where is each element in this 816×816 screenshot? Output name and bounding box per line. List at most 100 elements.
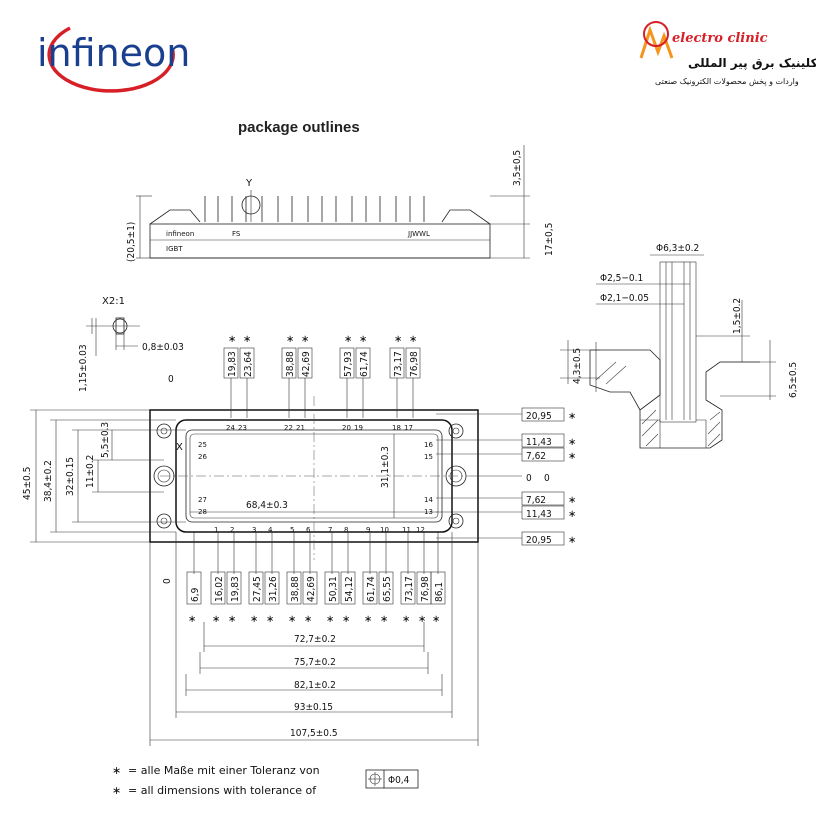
right-dims: 20,95 11,43 7,62 0 7,62 11,43 20,95 ∗ ∗ … bbox=[436, 407, 576, 546]
width-dim-3: 93±0.15 bbox=[294, 702, 333, 713]
star-t3: ∗ bbox=[286, 334, 294, 345]
star-b8: ∗ bbox=[342, 614, 350, 625]
pin-26: 26 bbox=[198, 453, 207, 461]
bot-dim-0: 6,9 bbox=[190, 587, 201, 602]
bot-dim-12: 76,98 bbox=[420, 576, 431, 602]
detail-pin-height: 1,15±0.03 bbox=[78, 344, 89, 392]
page-title: package outlines bbox=[238, 119, 360, 136]
bottom-pin-dims: 6,9 16,02 19,83 27,45 31,26 38,88 42,69 … bbox=[186, 532, 446, 625]
side-pin-numbers: 16 15 14 13 25 26 27 28 bbox=[198, 441, 433, 516]
pin-11: 11 bbox=[402, 526, 411, 534]
logo-text: infineon bbox=[37, 31, 190, 75]
bot-dim-4: 31,26 bbox=[268, 576, 279, 602]
tolerance-notes: ∗ = alle Maße mit einer Toleranz von ∗ =… bbox=[112, 764, 419, 797]
width-dim-4: 107,5±0.5 bbox=[290, 728, 338, 739]
top-dim-3a: 57,93 bbox=[343, 351, 354, 377]
pin-22: 22 bbox=[284, 424, 293, 432]
star-r0: ∗ bbox=[568, 411, 576, 422]
top-dim-4a: 73,17 bbox=[393, 351, 404, 377]
star-b4: ∗ bbox=[266, 614, 274, 625]
bot-dim-7: 50,31 bbox=[328, 576, 339, 602]
section-h2: 4,3±0.5 bbox=[572, 348, 583, 384]
pin-28: 28 bbox=[198, 508, 207, 516]
right-dim-3: 0 bbox=[526, 473, 532, 484]
note-star-en: ∗ bbox=[112, 784, 121, 797]
pin-3: 3 bbox=[252, 526, 256, 534]
pin-5: 5 bbox=[290, 526, 294, 534]
dim-inner-height: 31,1±0.3 bbox=[380, 446, 391, 488]
width-dim-2: 82,1±0.2 bbox=[294, 680, 336, 691]
side-body bbox=[149, 223, 491, 259]
dim-inner-width: 68,4±0.3 bbox=[246, 500, 288, 511]
clinic-farsi-subtitle: واردات و پخش محصولات الکترونیک صنعتی bbox=[655, 77, 799, 86]
width-dim-0: 72,7±0.2 bbox=[294, 634, 336, 645]
clinic-name: electro clinic bbox=[672, 31, 768, 46]
pin-24: 24 bbox=[226, 424, 235, 432]
star-b5: ∗ bbox=[288, 614, 296, 625]
pin-8: 8 bbox=[344, 526, 348, 534]
star-b3: ∗ bbox=[250, 614, 258, 625]
lightning-icon bbox=[639, 25, 674, 59]
bot-dim-6: 42,69 bbox=[306, 576, 317, 602]
star-b11: ∗ bbox=[402, 614, 410, 625]
star-t4: ∗ bbox=[301, 334, 309, 345]
star-b1: ∗ bbox=[212, 614, 220, 625]
pin-12: 12 bbox=[416, 526, 425, 534]
detail-x-label: X2:1 bbox=[102, 296, 125, 307]
section-d3: Φ2,1−0.05 bbox=[600, 293, 649, 304]
left-dim-2: 32±0.15 bbox=[65, 457, 76, 496]
star-t6: ∗ bbox=[359, 334, 367, 345]
bot-dim-8: 54,12 bbox=[344, 576, 355, 602]
section-d1: Φ6,3±0.2 bbox=[656, 243, 699, 254]
bot-dim-3: 27,45 bbox=[252, 576, 263, 602]
star-r2: ∗ bbox=[568, 451, 576, 462]
note-en: = all dimensions with tolerance of bbox=[128, 784, 317, 797]
detail-pin-width: 0,8±0.03 bbox=[142, 342, 184, 353]
electro-clinic-logo: electro clinic کلینیک برق پیر المللی وار… bbox=[632, 16, 816, 90]
left-dim-0: 45±0.5 bbox=[22, 467, 33, 500]
pin-17: 17 bbox=[404, 424, 413, 432]
right-dim-0: 20,95 bbox=[526, 411, 552, 422]
side-pins bbox=[204, 196, 425, 222]
left-dim-3: 11±0.2 bbox=[85, 455, 96, 488]
pin-21: 21 bbox=[296, 424, 305, 432]
bot-dim-1: 16,02 bbox=[214, 576, 225, 602]
side-label-igbt: IGBT bbox=[166, 245, 183, 253]
section-h3: 6,5±0.5 bbox=[788, 362, 799, 398]
top-dim-1b: 23,64 bbox=[243, 351, 254, 377]
bot-dim-9: 61,74 bbox=[366, 576, 377, 602]
star-b6: ∗ bbox=[304, 614, 312, 625]
width-dims: 72,7±0.2 75,7±0.2 82,1±0.2 93±0.15 107,5… bbox=[149, 532, 479, 746]
logo-swoosh-icon bbox=[47, 26, 175, 93]
right-dim-4: 7,62 bbox=[526, 495, 546, 506]
zero-bottom: 0 bbox=[162, 578, 173, 584]
right-dim-6: 20,95 bbox=[526, 535, 552, 546]
pin-7: 7 bbox=[328, 526, 332, 534]
star-b7: ∗ bbox=[326, 614, 334, 625]
pin-18: 18 bbox=[392, 424, 401, 432]
top-pin-dims: 19,83 23,64 38,88 42,69 57,93 61,74 73,1… bbox=[223, 334, 421, 418]
right-dim-1: 11,43 bbox=[526, 437, 552, 448]
pin-20: 20 bbox=[342, 424, 351, 432]
side-label-infineon: infineon bbox=[166, 230, 194, 238]
clinic-logo-bg bbox=[632, 16, 804, 90]
left-dims: 45±0.5 38,4±0.2 32±0.15 11±0.2 5,5±0.3 bbox=[22, 409, 186, 543]
clinic-ring-icon bbox=[643, 21, 669, 47]
side-dim-pins: 3,5±0,5 bbox=[512, 150, 523, 186]
pin-9: 9 bbox=[366, 526, 370, 534]
zero-right: 0 bbox=[544, 473, 550, 484]
section-d2: Φ2,5−0.1 bbox=[600, 273, 643, 284]
pin-25: 25 bbox=[198, 441, 207, 449]
bottom-pin-numbers: 1 2 3 4 5 6 7 8 9 10 11 12 bbox=[214, 526, 425, 534]
bot-dim-5: 38,88 bbox=[290, 576, 301, 602]
side-view: Y infineon FS JJWWL IGBT (20,5±1) 3,5±0,… bbox=[126, 145, 555, 262]
x-marker: X bbox=[176, 442, 183, 453]
zero-top: 0 bbox=[168, 374, 174, 385]
top-dim-3b: 61,74 bbox=[359, 351, 370, 377]
left-dim-1: 38,4±0.2 bbox=[43, 460, 54, 502]
star-t8: ∗ bbox=[409, 334, 417, 345]
pin-14: 14 bbox=[424, 496, 433, 504]
top-view: 68,4±0.3 31,1±0.3 X 0 19,83 23,64 38,88 … bbox=[22, 334, 576, 746]
star-t5: ∗ bbox=[344, 334, 352, 345]
tolerance-value: Φ0,4 bbox=[388, 775, 410, 786]
